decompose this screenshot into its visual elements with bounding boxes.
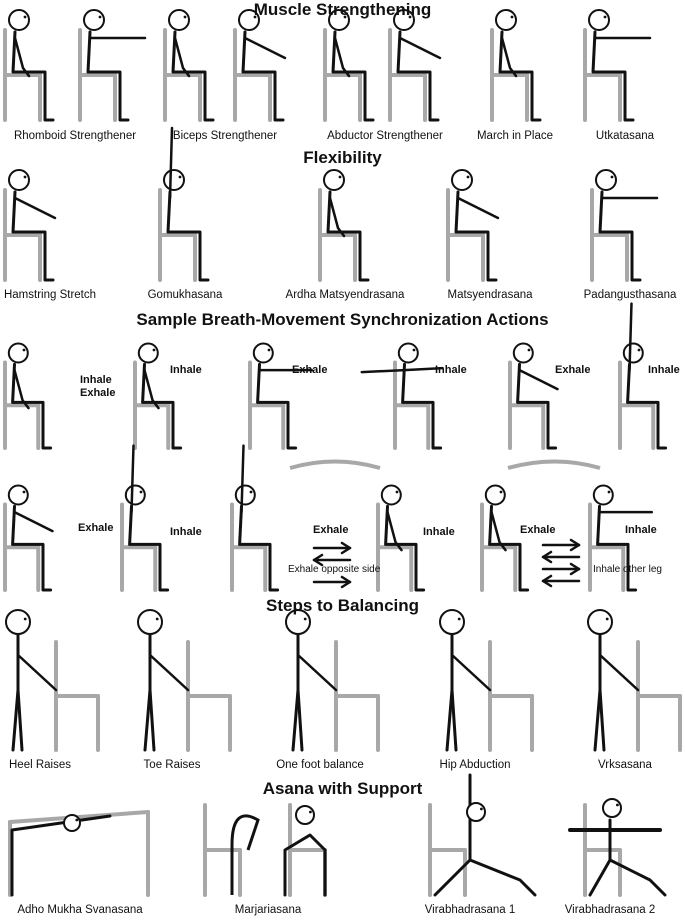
label: Marjariasana	[234, 904, 302, 916]
arrow-right-icon	[541, 562, 581, 576]
label: Padangusthasana	[583, 289, 677, 301]
breath-figure-row2-2	[230, 444, 280, 592]
breath-figure-row2-5	[588, 484, 653, 592]
arrow-left-icon	[541, 574, 581, 588]
cue: Exhale	[555, 364, 591, 376]
muscle-figure-4	[323, 9, 375, 122]
cue: Inhale	[170, 364, 202, 376]
arrow-right-icon	[312, 575, 352, 589]
flexibility-figure-0	[3, 169, 57, 282]
section-title-balancing: Steps to Balancing	[265, 596, 420, 615]
muscle-figure-7	[583, 9, 652, 122]
label: Matsyendrasana	[447, 289, 533, 301]
cue: Inhale	[435, 364, 467, 376]
arrow-right-icon	[312, 541, 352, 555]
label: Virabhadrasana 2	[564, 904, 656, 916]
label: Utkatasana	[595, 130, 655, 142]
balancing-figure-1	[137, 609, 232, 752]
breath-figure-row2-1	[120, 444, 170, 592]
balancing-figure-3	[439, 609, 534, 752]
arrow-left-icon	[312, 553, 352, 567]
label: March in Place	[476, 130, 554, 142]
label: Biceps Strengthener	[172, 130, 278, 142]
cue-note: Inhale other leg	[593, 564, 662, 575]
cue: Exhale	[78, 522, 114, 534]
cue: Inhale	[423, 526, 455, 538]
cue: Inhale	[80, 374, 112, 386]
balancing-figure-0	[5, 609, 100, 752]
label: Adho Mukha Svanasana	[17, 904, 143, 916]
support-figure-2	[428, 773, 537, 897]
breath-figure-2	[248, 342, 313, 450]
label: Hip Abduction	[439, 759, 511, 771]
breath-figure-row2-0	[3, 484, 54, 592]
cue: Exhale	[520, 524, 556, 536]
label: One foot balance	[276, 759, 364, 771]
arrow-right-icon	[541, 538, 581, 552]
label: Hamstring Stretch	[3, 289, 97, 301]
muscle-figure-1	[78, 9, 147, 122]
label: Rhomboid Strengthener	[13, 130, 137, 142]
label: Toe Raises	[143, 759, 201, 771]
label: Abductor Strengthener	[327, 130, 443, 142]
muscle-figure-2	[163, 9, 215, 122]
muscle-figure-0	[3, 9, 55, 122]
breath-figure-row2-4	[480, 484, 530, 592]
label: Virabhadrasana 1	[424, 904, 516, 916]
connector-arc	[289, 459, 381, 470]
flexibility-figure-2	[318, 169, 370, 282]
muscle-figure-3	[233, 9, 287, 122]
support-figure-3	[568, 798, 667, 897]
cue: Inhale	[625, 524, 657, 536]
support-figure-1	[203, 803, 327, 897]
section-title-support: Asana with Support	[262, 779, 423, 798]
label: Heel Raises	[9, 759, 71, 771]
breath-figure-0	[3, 342, 53, 450]
support-figure-0	[8, 810, 150, 897]
cue: Inhale	[170, 526, 202, 538]
label: Gomukhasana	[147, 289, 223, 301]
muscle-figure-6	[490, 9, 542, 122]
label: Vrksasana	[598, 759, 652, 771]
arrow-left-icon	[541, 550, 581, 564]
cue: Exhale	[80, 387, 116, 399]
muscle-figure-5	[388, 9, 442, 122]
section-title-flexibility: Flexibility	[303, 148, 382, 167]
breath-figure-1	[133, 342, 183, 450]
cue: Exhale	[313, 524, 349, 536]
connector-arc	[507, 459, 601, 470]
cue: Exhale	[292, 364, 328, 376]
flexibility-figure-1	[158, 126, 210, 282]
breath-figure-4	[508, 342, 559, 450]
flexibility-figure-3	[446, 169, 500, 282]
flexibility-figure-4	[590, 169, 659, 282]
section-title-muscle: Muscle Strengthening	[253, 0, 432, 19]
breath-figure-row2-3	[376, 484, 426, 592]
balancing-figure-4	[587, 609, 682, 752]
section-title-breath: Sample Breath-Movement Synchronization A…	[136, 310, 549, 329]
breath-figure-3	[360, 342, 444, 450]
cue: Inhale	[648, 364, 680, 376]
breath-figure-5	[618, 302, 668, 450]
cue-note: Exhale opposite side	[288, 564, 381, 575]
label: Ardha Matsyendrasana	[285, 289, 405, 301]
balancing-figure-2	[285, 609, 380, 752]
